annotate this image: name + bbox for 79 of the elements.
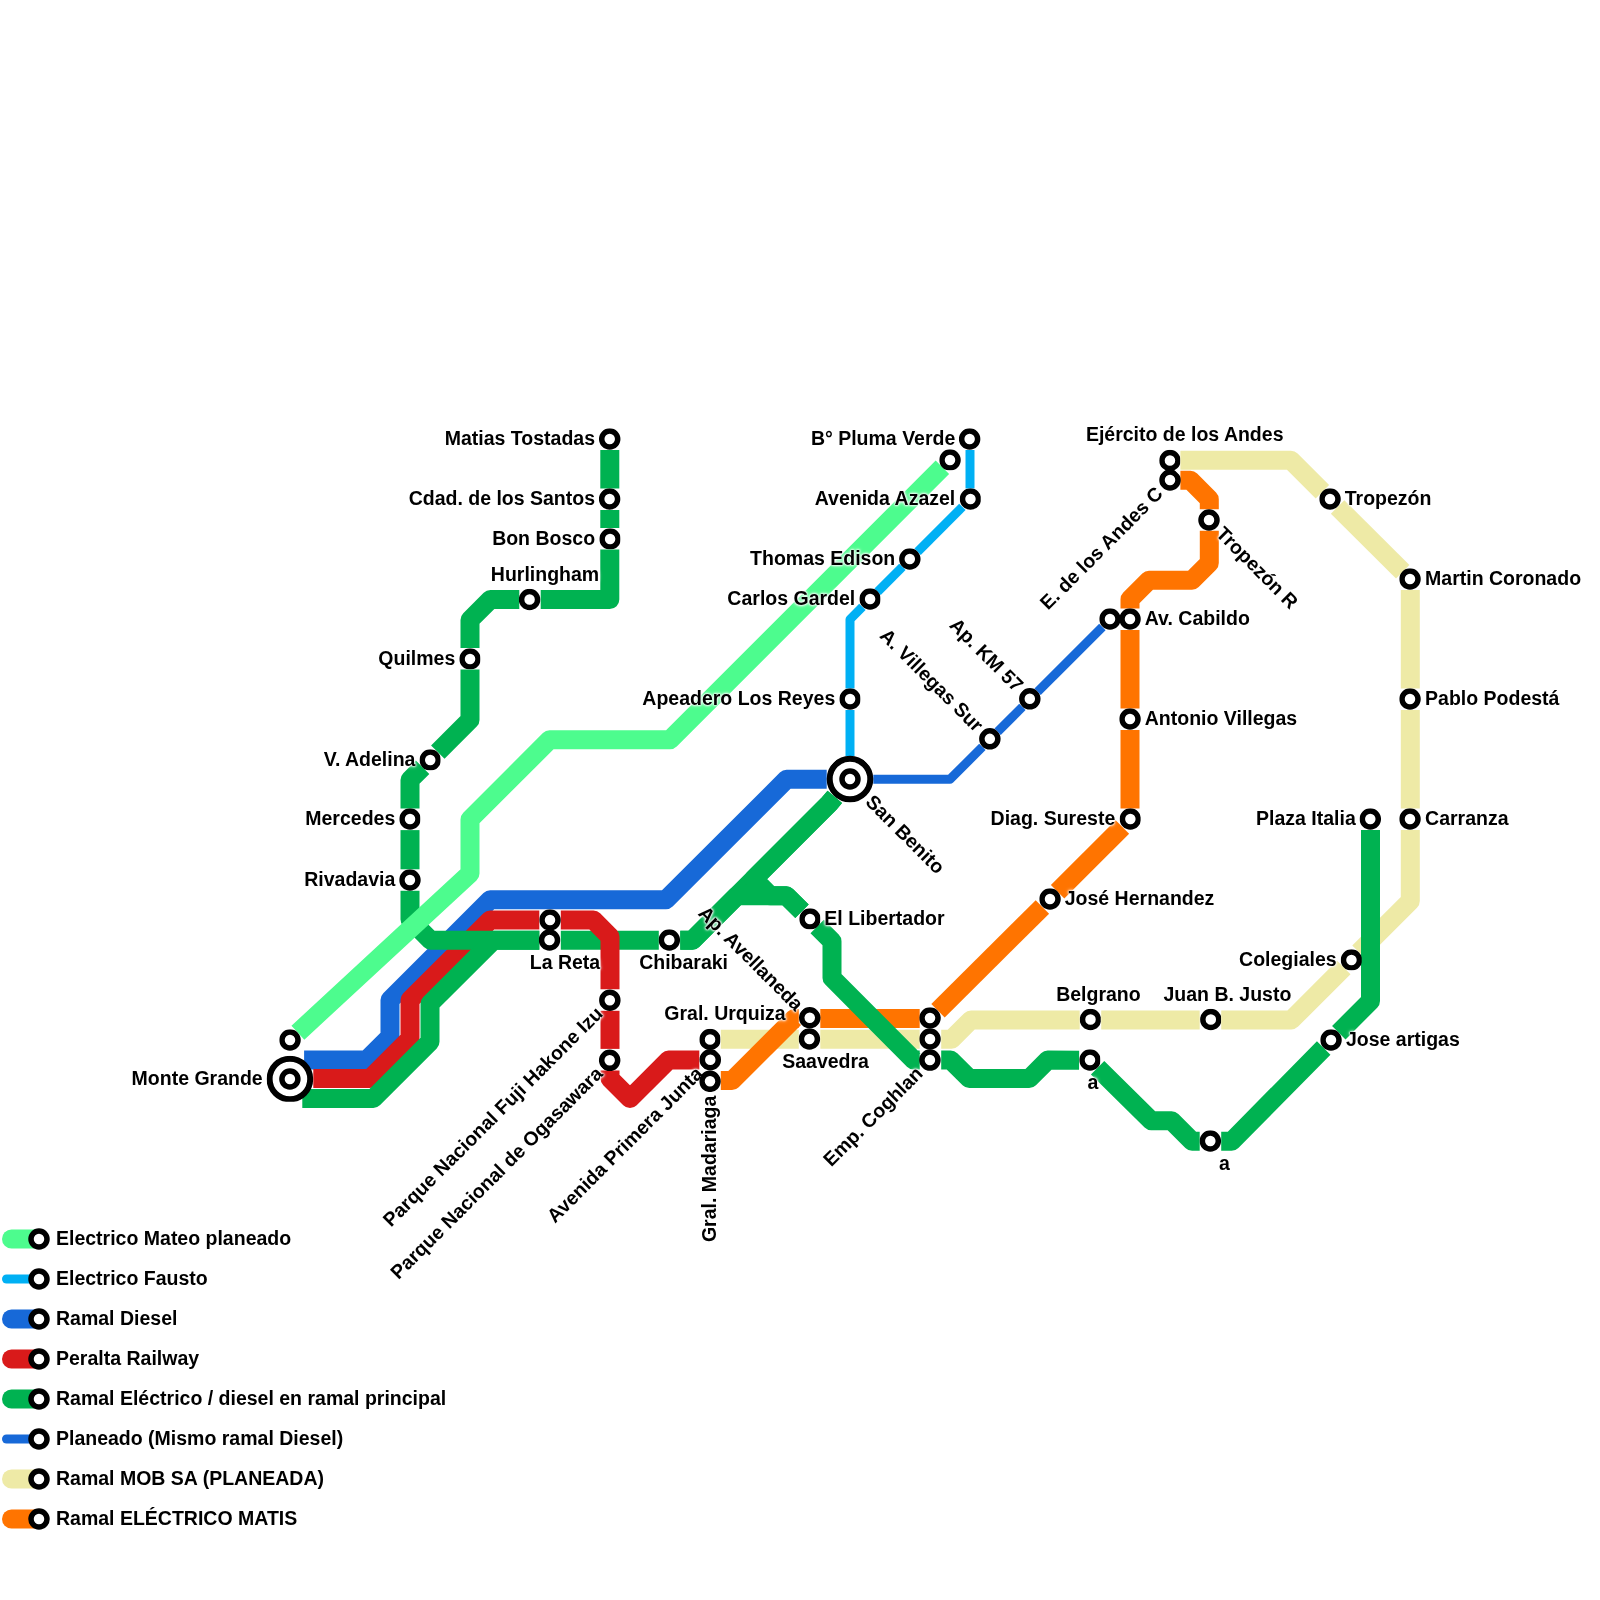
rail-line	[820, 1029, 920, 1049]
station-label: Belgrano	[1056, 984, 1141, 1005]
station-label: Colegiales	[1239, 950, 1337, 970]
rail-line	[965, 450, 975, 489]
station-label: B° Pluma Verde	[810, 429, 956, 450]
rail-line	[600, 1050, 700, 1109]
station-label: Saavedra	[782, 1052, 869, 1072]
station-label: Av. Cabildo	[1144, 609, 1250, 630]
rail-line	[1332, 830, 1380, 1040]
rail-line	[400, 830, 420, 870]
station-label: Gral. Madariaga	[700, 1095, 720, 1242]
rail-line	[1120, 530, 1219, 609]
station-label: Ejército de los Andes	[1085, 424, 1284, 445]
legend-label: Ramal MOB SA (PLANEADA)	[56, 1469, 324, 1489]
rail-line	[994, 703, 1026, 735]
rail-line	[720, 1029, 799, 1049]
station-label: Antonio Villegas	[1144, 709, 1298, 730]
station-label: Bon Bosco	[492, 529, 596, 549]
rail-line	[914, 503, 966, 555]
rail-line	[600, 1010, 620, 1049]
station-label: Carranza	[1425, 809, 1509, 830]
rail-line	[1221, 1041, 1331, 1151]
rail-line	[1120, 630, 1140, 709]
rail-line	[302, 930, 540, 1108]
rail-line	[560, 910, 620, 990]
legend-label: Electrico Fausto	[56, 1269, 208, 1289]
rail-line	[874, 563, 906, 595]
rail-line	[304, 769, 827, 1070]
station-label: Martin Coronado	[1425, 569, 1582, 590]
rail-line	[845, 603, 866, 689]
station-label: Plaza Italia	[1256, 809, 1356, 830]
station-label: Rivadavia	[304, 870, 396, 890]
rail-line	[680, 886, 809, 950]
legend-label: Electrico Mateo planeado	[56, 1229, 292, 1249]
station-label: Hurlingham	[490, 564, 600, 584]
rail-line	[1120, 730, 1140, 809]
rail-line	[560, 930, 659, 950]
station-label: Juan B. Justo	[1163, 984, 1292, 1005]
station-label: Tropezón	[1344, 489, 1432, 510]
legend-label: Planeado (Mismo ramal Diesel)	[56, 1429, 344, 1449]
rail-line	[941, 1050, 1080, 1089]
legend-label: Peralta Railway	[56, 1349, 200, 1369]
station-label: V. Adelina	[323, 749, 416, 770]
rail-line	[1400, 590, 1420, 689]
rail-line	[600, 510, 620, 528]
rail-line	[1400, 710, 1420, 809]
station-label: a	[1218, 1154, 1230, 1174]
legend-label: Ramal ELÉCTRICO MATIS	[56, 1509, 298, 1529]
rail-line	[291, 460, 950, 1040]
rail-line	[820, 1008, 920, 1028]
station-label: La Reta	[529, 952, 601, 973]
legend-label: Ramal Diesel	[56, 1309, 178, 1329]
rail-line	[1101, 1010, 1200, 1030]
station-label: Matias Tostadas	[444, 429, 596, 450]
station-label: El Libertador	[824, 909, 945, 929]
station-label: José Hernandez	[1064, 889, 1215, 910]
station-label: Mercedes	[305, 809, 396, 830]
rail-line	[1180, 450, 1330, 499]
rail-line	[1180, 470, 1219, 510]
station-label: Jose artigas	[1345, 1030, 1460, 1051]
station-label: Diag. Sureste	[990, 809, 1116, 830]
station-label: Monte Grande	[131, 1068, 263, 1089]
station-label: Cdad. de los Santos	[408, 489, 596, 510]
station-label: a	[1087, 1072, 1099, 1093]
station-label: Quilmes	[378, 648, 456, 669]
rail-line	[540, 549, 620, 609]
rail-line	[845, 710, 855, 756]
rail-line	[313, 910, 540, 1089]
rail-line	[460, 590, 520, 648]
rail-line	[431, 669, 480, 759]
rail-line	[931, 900, 1050, 1018]
rail-line	[1090, 1061, 1202, 1151]
legend-label: Ramal Eléctrico / diesel en ramal principal	[56, 1389, 447, 1409]
rail-line	[600, 450, 620, 489]
station-label: Pablo Podestá	[1425, 689, 1560, 710]
rail-line	[1330, 500, 1410, 579]
rail-line	[941, 1010, 1080, 1049]
rail-line	[1034, 623, 1106, 695]
rail-line	[873, 743, 986, 784]
